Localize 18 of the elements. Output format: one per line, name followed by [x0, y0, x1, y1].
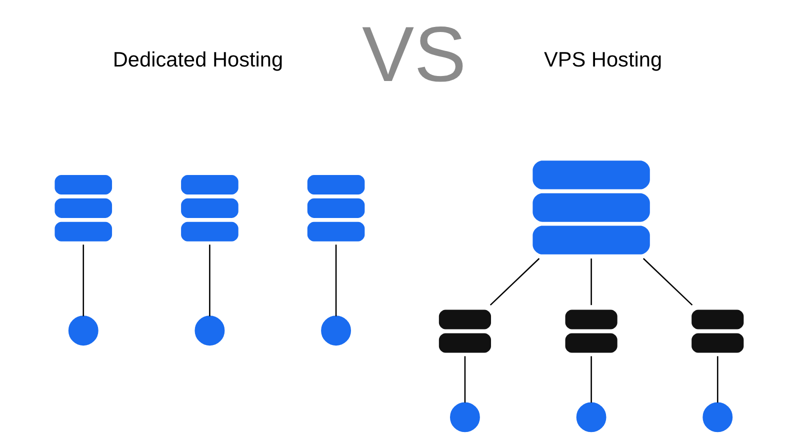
- connector: [642, 258, 692, 306]
- connector: [716, 356, 718, 403]
- connector: [590, 356, 592, 403]
- node-person: [320, 316, 350, 346]
- node-person: [194, 316, 224, 346]
- node-person: [450, 402, 480, 432]
- node-person: [576, 402, 606, 432]
- connector: [334, 244, 336, 316]
- connector: [208, 244, 210, 316]
- label: Dedicated Hosting: [112, 48, 283, 72]
- label: VS: [362, 10, 466, 98]
- connector: [489, 258, 540, 306]
- connector: [590, 258, 592, 306]
- connector: [82, 244, 84, 316]
- label: VPS Hosting: [543, 48, 662, 72]
- connector: [464, 356, 466, 403]
- node-person: [702, 402, 732, 432]
- node-person: [68, 316, 98, 346]
